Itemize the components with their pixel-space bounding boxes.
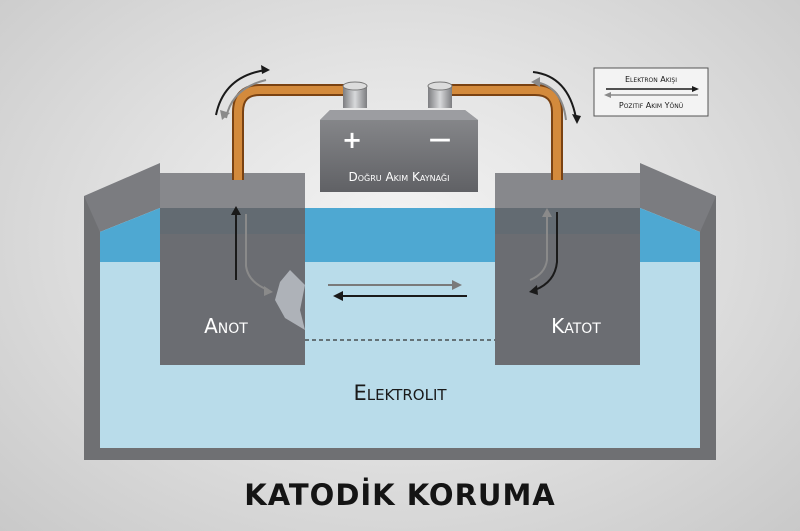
arrowhead-icon	[333, 291, 343, 301]
dc-power-source: + — Doğru Akım Kaynağı	[320, 81, 478, 192]
current-arrows	[215, 65, 581, 124]
arrowhead-icon	[529, 285, 538, 295]
legend: Elektron Akışı Pozitif Akım Yönü	[593, 67, 709, 117]
arrowhead-icon	[264, 286, 273, 296]
arrowhead-icon	[452, 280, 462, 290]
power-source-label: Doğru Akım Kaynağı	[349, 170, 450, 184]
arrowhead-icon	[531, 77, 540, 87]
cathode-arrows	[529, 208, 558, 295]
arrowhead-icon	[604, 92, 611, 98]
ion-flow-arrows	[328, 280, 467, 301]
arrowhead-icon	[692, 86, 699, 92]
arrowhead-icon	[261, 65, 270, 74]
electrolyte-label: Elektrolit	[353, 381, 447, 405]
page-title: KATODİK KORUMA	[244, 478, 556, 512]
positive-terminal	[342, 81, 368, 108]
cathode-label: Katot	[551, 314, 601, 338]
arrowhead-icon	[572, 114, 581, 124]
arrowhead-icon	[231, 206, 241, 215]
cathode-electrode	[495, 173, 640, 365]
legend-positive-current-label: Pozitif Akım Yönü	[619, 101, 683, 110]
corrosion-mark	[275, 270, 305, 330]
negative-terminal	[427, 81, 453, 108]
anode-arrows	[231, 206, 273, 296]
legend-electron-flow-label: Elektron Akışı	[625, 75, 677, 84]
arrowhead-icon	[220, 110, 230, 120]
anode-electrode	[160, 173, 305, 365]
electron-flow-arrow	[532, 71, 577, 119]
anode-label: Anot	[204, 314, 248, 338]
wire	[232, 84, 563, 180]
negative-sign: —	[429, 127, 451, 152]
arrowhead-icon	[542, 208, 552, 217]
tank	[84, 163, 716, 460]
legend-box	[593, 67, 709, 117]
positive-sign: +	[342, 126, 362, 154]
electron-flow-arrow	[215, 69, 267, 116]
